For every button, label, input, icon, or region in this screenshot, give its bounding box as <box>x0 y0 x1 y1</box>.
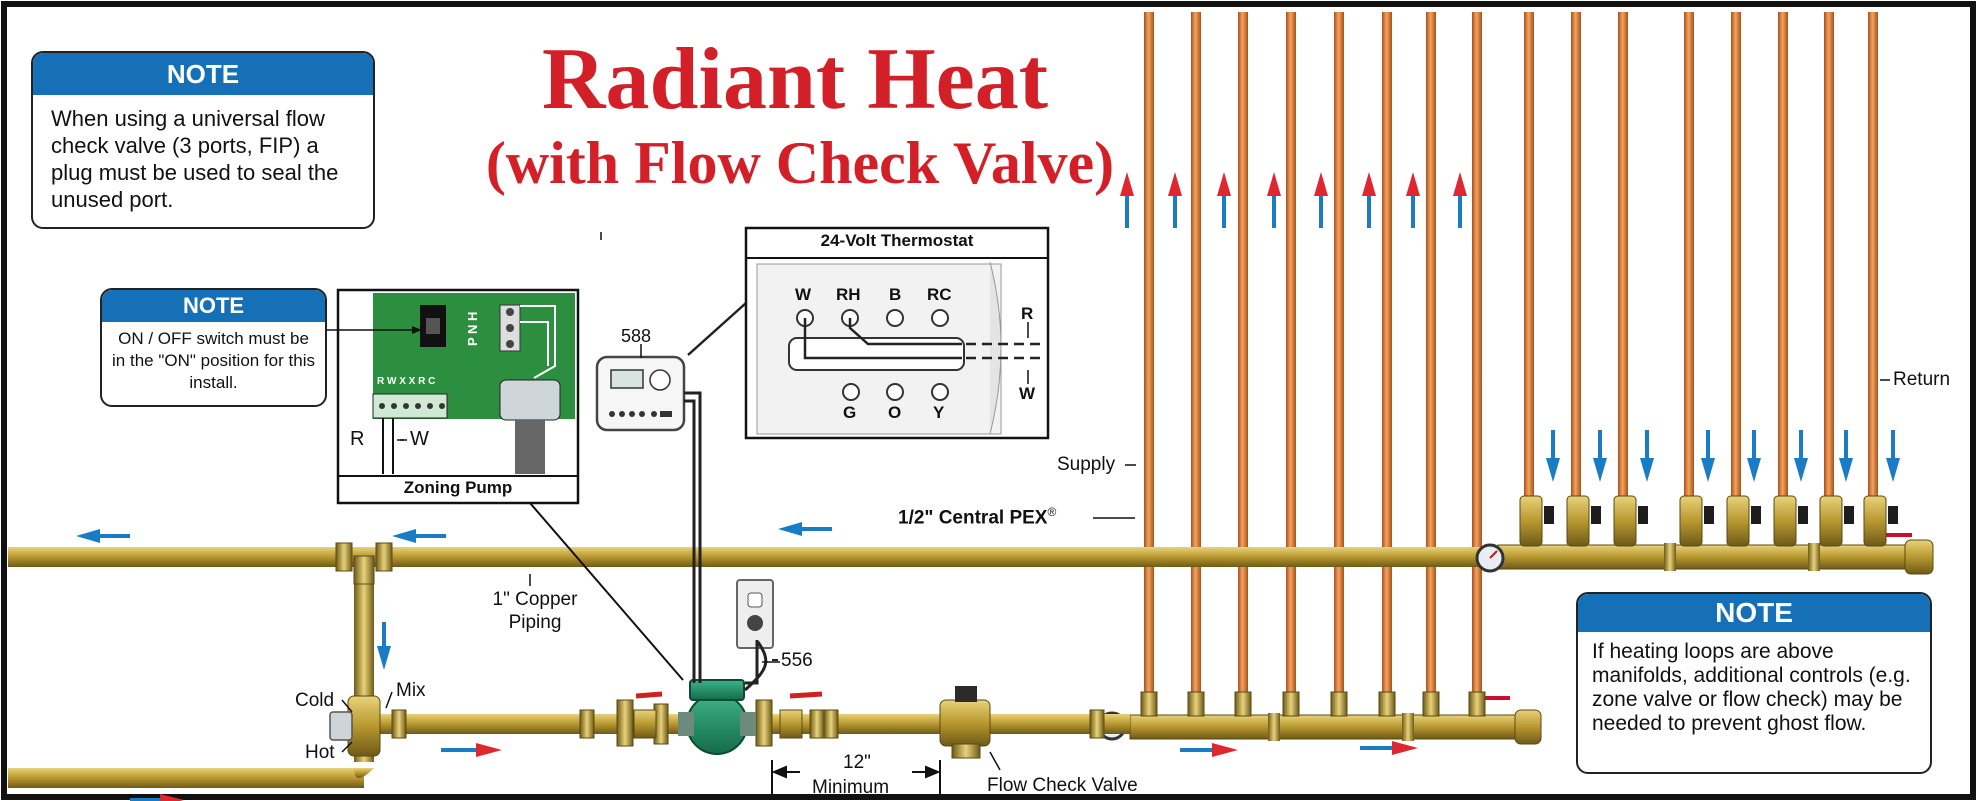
thermostat-detail <box>744 226 1050 440</box>
pex-label: 1/2" Central PEX® <box>898 505 1056 529</box>
zoning-pump-detail <box>336 288 580 505</box>
return-label: Return <box>1893 369 1951 390</box>
note-heading: NOTE <box>1578 594 1930 632</box>
note-body: ON / OFF switch must be in the "ON" posi… <box>112 329 315 392</box>
thermostat-wire-w: W <box>1019 384 1036 403</box>
supply-label: Supply <box>1057 454 1116 475</box>
mix-label: Mix <box>396 680 426 701</box>
pump-terminal-strip: R W X X R C <box>377 376 436 387</box>
terminal-rc: RC <box>927 285 952 304</box>
dim-12in: 12" <box>843 752 871 773</box>
note-universal-valve: NOTE When using a universal flow check v… <box>31 51 375 229</box>
terminal-b: B <box>889 285 902 304</box>
zoning-pump-title: Zoning Pump <box>403 478 513 497</box>
copper-piping-label: 1" Copper Piping <box>470 588 600 634</box>
return-manifold <box>1475 495 1934 575</box>
drop-tee <box>353 555 375 585</box>
circulator-pump-icon <box>616 679 773 755</box>
copper-line1: 1" Copper <box>492 589 578 610</box>
mixing-valve <box>329 695 381 757</box>
return-main-pipe <box>8 542 1498 572</box>
note-body: If heating loops are above manifolds, ad… <box>1592 640 1911 735</box>
electrical-outlet-icon <box>736 579 774 649</box>
terminal-rh: RH <box>836 285 861 304</box>
pex-supply-loops <box>1144 12 1482 730</box>
terminal-w: W <box>795 285 812 304</box>
terminal-y: Y <box>933 403 945 422</box>
isolation-valves <box>633 691 823 739</box>
thermostat-wire-r: R <box>1021 304 1034 323</box>
cold-label: Cold <box>295 690 335 711</box>
pump-wire-r: R <box>350 428 365 450</box>
flow-check-valve-icon <box>939 686 991 759</box>
pex-return-loops <box>1524 12 1878 512</box>
registered-mark: ® <box>1047 505 1057 519</box>
note-switch-on: NOTE ON / OFF switch must be in the "ON"… <box>100 288 327 407</box>
horizontal-flow-arrows <box>76 522 1418 801</box>
dim-minimum: Minimum <box>812 777 890 798</box>
outlet-part-number: 556 <box>781 650 813 671</box>
thermostat-unit-icon <box>595 355 686 432</box>
flow-check-label: Flow Check Valve <box>987 775 1138 796</box>
thermostat-title: 24-Volt Thermostat <box>820 231 974 250</box>
note-heading: NOTE <box>33 53 373 95</box>
thermostat-part-number: 588 <box>621 326 652 346</box>
hot-label: Hot <box>305 742 335 763</box>
leader-lines <box>341 232 1890 771</box>
note-heading: NOTE <box>102 290 325 322</box>
pump-switch-letters: P N H <box>465 311 480 346</box>
return-flow-arrows <box>1546 430 1900 482</box>
pump-wire-w: W <box>410 428 429 450</box>
note-body: When using a universal flow check valve … <box>51 106 339 212</box>
supply-manifold <box>1097 691 1542 745</box>
supply-flow-arrows <box>1120 172 1467 228</box>
terminal-o: O <box>888 403 902 422</box>
copper-line2: Piping <box>508 612 562 633</box>
note-ghost-flow: NOTE If heating loops are above manifold… <box>1576 592 1932 774</box>
minimum-dimension <box>771 760 941 800</box>
page-title: Radiant Heat <box>542 31 1048 128</box>
terminal-g: G <box>843 403 857 422</box>
page-subtitle: (with Flow Check Valve) <box>485 130 1115 196</box>
pex-label-text: 1/2" Central PEX <box>898 507 1048 529</box>
